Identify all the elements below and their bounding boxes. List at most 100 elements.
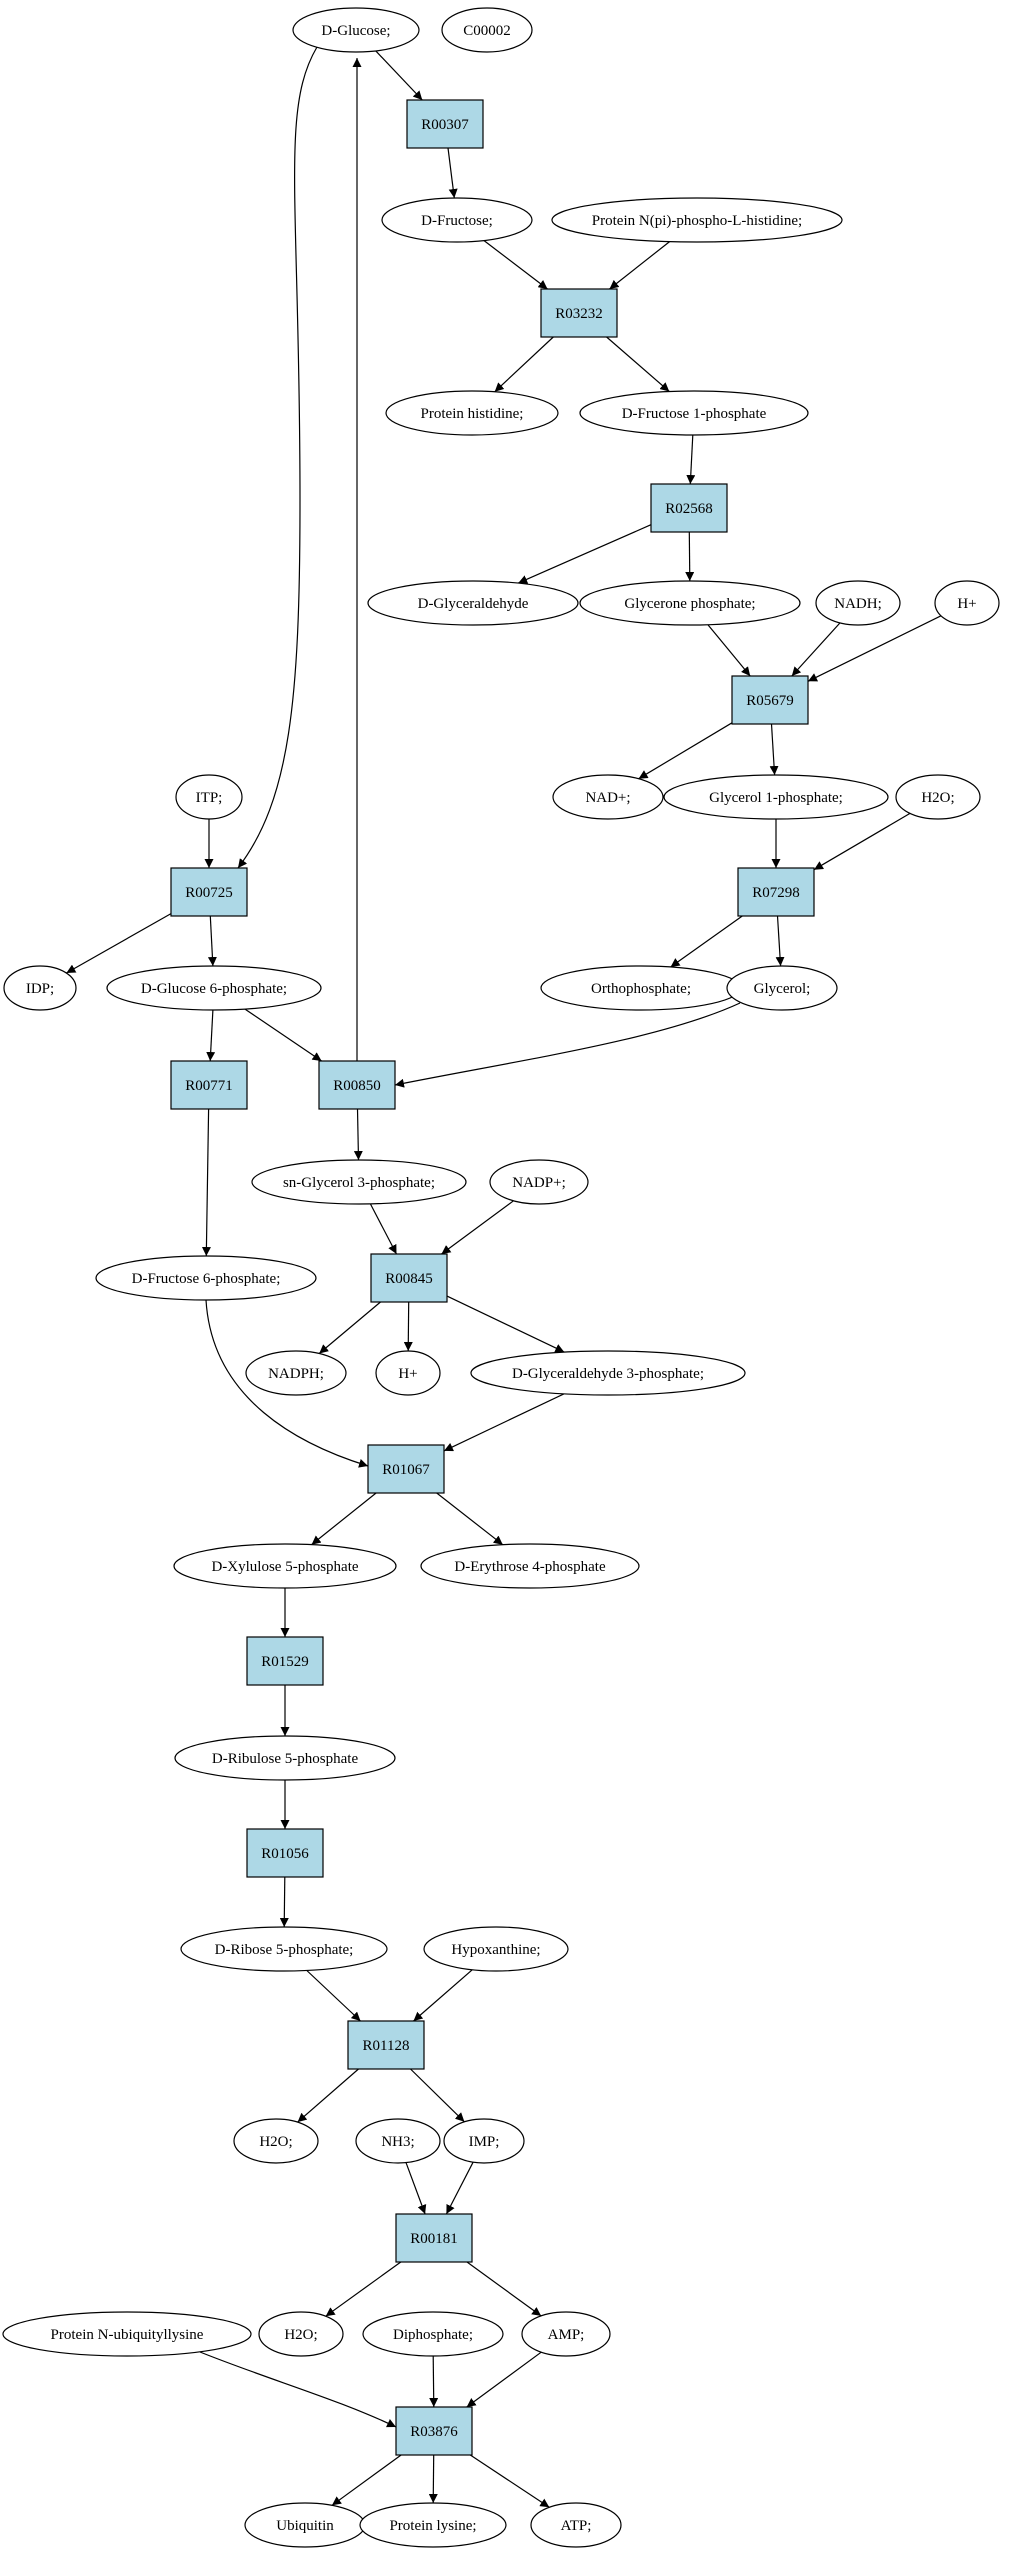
compound-node-xu5p[interactable]: D-Xylulose 5-phosphate [173,1543,397,1589]
reaction-node-r03232[interactable]: R03232 [540,288,618,338]
node-label: R00725 [185,885,233,901]
compound-node-g1p[interactable]: Glycerol 1-phosphate; [663,774,889,820]
reaction-node-r01056[interactable]: R01056 [246,1828,324,1878]
compound-ellipse [815,580,901,626]
compound-node-nadpplus[interactable]: NADP+; [489,1159,589,1205]
compound-node-pnph[interactable]: Protein N(pi)-phospho-L-histidine; [551,197,843,243]
compound-node-dipho[interactable]: Diphosphate; [362,2311,504,2357]
node-label: NH3; [381,2134,414,2150]
edge-r03876-to-atp [469,2454,550,2508]
node-label: R07298 [752,885,800,901]
compound-node-h2o3[interactable]: H2O; [258,2311,344,2357]
edge-r00725-to-idp [66,913,172,974]
node-label: R03876 [410,2424,458,2440]
reaction-node-r00181[interactable]: R00181 [395,2213,473,2263]
compound-node-dhap[interactable]: Glycerone phosphate; [579,580,801,626]
compound-node-glc[interactable]: D-Glucose; [292,7,420,53]
compound-node-h2o1[interactable]: H2O; [895,774,981,820]
node-label: R00845 [385,1271,433,1287]
edge-r00725-to-g6p [207,915,217,967]
compound-ellipse [292,7,420,53]
compound-node-phis[interactable]: Protein histidine; [385,390,559,436]
compound-node-hplus2[interactable]: H+ [375,1350,441,1396]
reaction-node-r01128[interactable]: R01128 [347,2020,425,2070]
compound-node-plys[interactable]: Protein lysine; [359,2502,507,2548]
compound-node-idp[interactable]: IDP; [3,965,77,1011]
node-label: Orthophosphate; [591,981,691,997]
reaction-node-r02568[interactable]: R02568 [650,483,728,533]
reaction-node-r00725[interactable]: R00725 [170,867,248,917]
reaction-box [737,867,815,917]
compound-node-h2o2[interactable]: H2O; [233,2118,319,2164]
compound-node-e4p[interactable]: D-Erythrose 4-phosphate [420,1543,640,1589]
compound-ellipse [381,197,533,243]
node-label: Protein lysine; [389,2518,476,2534]
compound-node-ru5p[interactable]: D-Ribulose 5-phosphate [174,1735,396,1781]
compound-node-glycerol[interactable]: Glycerol; [726,965,838,1011]
reaction-node-r01529[interactable]: R01529 [246,1636,324,1686]
compound-ellipse [552,774,664,820]
compound-node-r5p[interactable]: D-Ribose 5-phosphate; [180,1926,388,1972]
edge-hplus1-to-r05679 [807,615,942,682]
compound-node-f6p[interactable]: D-Fructose 6-phosphate; [95,1255,317,1301]
node-label: R00307 [421,117,469,133]
compound-node-hypox[interactable]: Hypoxanthine; [423,1926,569,1972]
reaction-node-r05679[interactable]: R05679 [731,675,809,725]
node-label: D-Fructose; [421,213,493,229]
reaction-node-r00771[interactable]: R00771 [170,1060,248,1110]
compound-node-sng3p[interactable]: sn-Glycerol 3-phosphate; [251,1159,467,1205]
compound-node-fru[interactable]: D-Fructose; [381,197,533,243]
reaction-node-r00845[interactable]: R00845 [370,1253,448,1303]
compound-node-g6p[interactable]: D-Glucose 6-phosphate; [106,965,322,1011]
edge-r05679-to-nadp1 [638,722,733,780]
node-label: Glycerol 1-phosphate; [709,790,843,806]
reaction-box [395,2213,473,2263]
compound-ellipse [579,390,809,436]
node-label: NAD+; [585,790,630,806]
compound-node-atp[interactable]: ATP; [530,2502,622,2548]
node-label: D-Glucose 6-phosphate; [141,981,287,997]
compound-ellipse [355,2118,441,2164]
edge-g6p-to-r00850 [244,1008,322,1062]
edge-r03232-to-phis [494,336,554,393]
compound-ellipse [726,965,838,1011]
compound-node-nadh[interactable]: NADH; [815,580,901,626]
compound-node-nadph[interactable]: NADPH; [245,1350,347,1396]
edge-nadh-to-r05679 [791,622,841,677]
reaction-box [406,99,484,149]
compound-node-ubiq[interactable]: Ubiquitin [244,2502,366,2548]
compound-node-nadp1[interactable]: NAD+; [552,774,664,820]
compound-ellipse [245,1350,347,1396]
reaction-node-r00307[interactable]: R00307 [406,99,484,149]
node-label: R01529 [261,1654,309,1670]
compound-node-pnub[interactable]: Protein N-ubiquityllysine [2,2311,252,2357]
compound-node-imp[interactable]: IMP; [443,2118,525,2164]
compound-node-hplus1[interactable]: H+ [934,580,1000,626]
edge-fru-to-r03232 [483,240,548,290]
edge-r00181-to-h2o3 [325,2261,402,2317]
edge-r07298-to-glycerol [775,915,785,967]
compound-node-ortho[interactable]: Orthophosphate; [540,965,742,1011]
reaction-node-r01067[interactable]: R01067 [367,1444,445,1494]
edge-r00850-to-sng3p [353,1108,363,1161]
compound-node-nh3[interactable]: NH3; [355,2118,441,2164]
node-label: AMP; [548,2327,585,2343]
compound-node-itp[interactable]: ITP; [175,774,243,820]
compound-node-f1p[interactable]: D-Fructose 1-phosphate [579,390,809,436]
node-label: D-Ribulose 5-phosphate [212,1751,359,1767]
reaction-node-r00850[interactable]: R00850 [318,1060,396,1110]
reaction-box [650,483,728,533]
compound-node-amp[interactable]: AMP; [521,2311,611,2357]
edge-imp-to-r00181 [445,2161,474,2215]
node-label: IDP; [26,981,54,997]
node-label: R01067 [382,1462,430,1478]
compound-node-c00002[interactable]: C00002 [441,7,533,53]
edge-dipho-to-r03876 [429,2355,439,2408]
edge-f6p-to-r01067 [205,1299,369,1468]
reaction-node-r07298[interactable]: R07298 [737,867,815,917]
compound-node-glyald[interactable]: D-Glyceraldehyde [367,580,579,626]
reaction-node-r03876[interactable]: R03876 [395,2406,473,2456]
compound-ellipse [423,1926,569,1972]
compound-node-ga3p[interactable]: D-Glyceraldehyde 3-phosphate; [470,1350,746,1396]
